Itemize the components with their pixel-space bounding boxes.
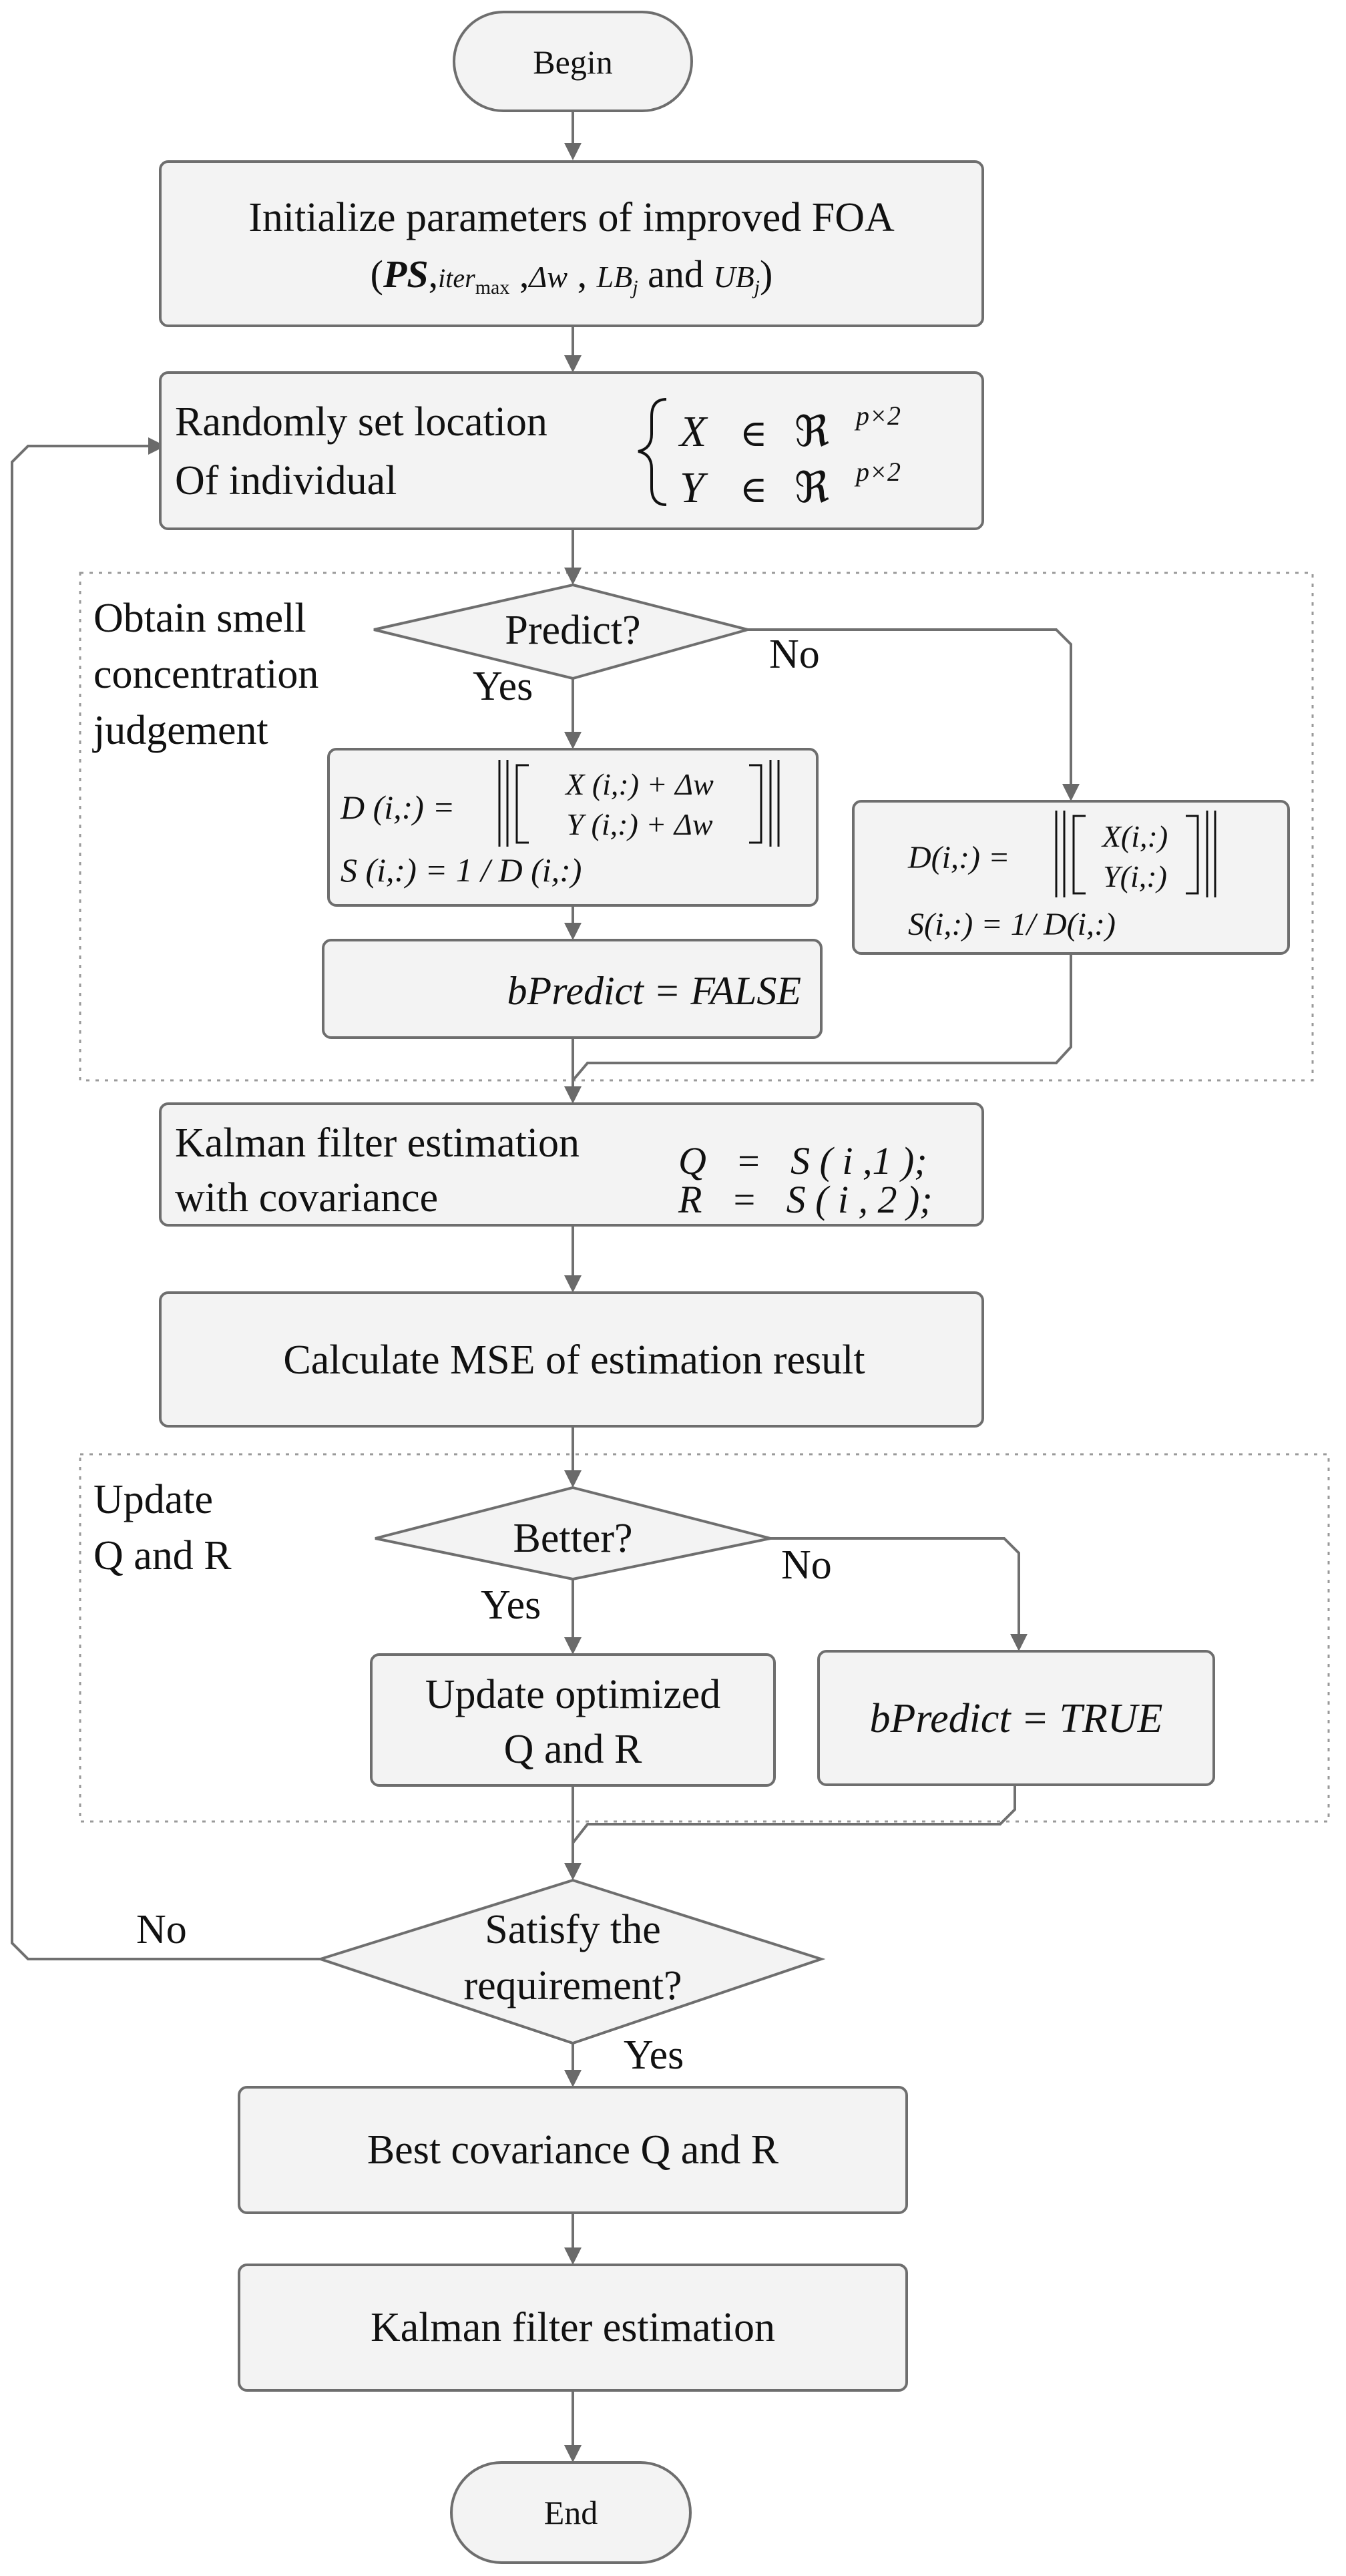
x-variable: X bbox=[678, 407, 708, 456]
predict-no-formula-box: D(i,:) = X(i,:) Y(i,:) S(i,:) = 1/ D(i,:… bbox=[852, 800, 1290, 955]
y-realset: ℜ bbox=[795, 464, 829, 511]
random-location-box: Randomly set location Of individual X ∈ … bbox=[159, 371, 984, 530]
bpredict-true-box: bPredict = TRUE bbox=[817, 1650, 1215, 1786]
no-y-term: Y(i,:) bbox=[1103, 859, 1167, 893]
requirement-no-label: No bbox=[136, 1907, 187, 1952]
random-label-line1: Randomly set location bbox=[175, 399, 547, 445]
update-opt-line2: Q and R bbox=[504, 1727, 642, 1772]
no-s-line: S(i,:) = 1/ D(i,:) bbox=[908, 907, 1116, 942]
arrowheads bbox=[148, 143, 1080, 2462]
y-dimension: p×2 bbox=[854, 457, 901, 487]
yes-y-term: Y (i,:) + Δw bbox=[566, 807, 712, 841]
bpredict-false-label: bPredict = FALSE bbox=[507, 969, 801, 1013]
better-yes-label: Yes bbox=[481, 1582, 541, 1628]
begin-label: Begin bbox=[533, 43, 612, 81]
x-realset: ℜ bbox=[795, 408, 829, 455]
end-label: End bbox=[544, 2494, 598, 2531]
random-label-line2: Of individual bbox=[175, 458, 397, 503]
predict-yes-label: Yes bbox=[473, 664, 533, 709]
best-covariance-label: Best covariance Q and R bbox=[367, 2127, 779, 2173]
init-parameters: (PS,itermax ,Δw , LBj and UBj) bbox=[371, 252, 773, 298]
mse-box: Calculate MSE of estimation result bbox=[159, 1291, 984, 1428]
requirement-yes-label: Yes bbox=[624, 2032, 684, 2078]
bpredict-false-box: bPredict = FALSE bbox=[322, 939, 823, 1039]
yes-d-lhs: D (i,:) = bbox=[340, 789, 455, 826]
predict-decision: Predict? bbox=[373, 583, 753, 680]
update-optimized-box: Update optimized Q and R bbox=[370, 1653, 776, 1787]
y-variable: Y bbox=[680, 463, 708, 512]
smell-group-label-line2: concentration bbox=[93, 652, 318, 697]
kalman-final-box: Kalman filter estimation bbox=[238, 2264, 908, 2392]
smell-group-label-line1: Obtain smell bbox=[93, 596, 306, 641]
init-box: Initialize parameters of improved FOA (P… bbox=[159, 160, 984, 327]
predict-yes-formula-box: D (i,:) = X (i,:) + Δw Y (i,:) + Δw S (i… bbox=[327, 748, 819, 907]
yes-x-term: X (i,:) + Δw bbox=[564, 767, 714, 801]
update-group-frame bbox=[79, 1453, 1330, 1823]
update-group-label-line2: Q and R bbox=[93, 1533, 232, 1578]
better-decision: Better? bbox=[375, 1486, 771, 1581]
no-d-lhs: D(i,:) = bbox=[907, 840, 1009, 875]
best-covariance-box: Best covariance Q and R bbox=[238, 2086, 908, 2214]
update-opt-line1: Update optimized bbox=[425, 1672, 720, 1717]
q-equation: Q = S ( i ,1 ); bbox=[678, 1139, 927, 1183]
better-no-label: No bbox=[781, 1542, 832, 1588]
begin-terminal: Begin bbox=[453, 11, 693, 112]
x-dimension: p×2 bbox=[854, 401, 901, 431]
requirement-decision: Satisfy the requirement? bbox=[316, 1878, 826, 2045]
kalman-final-label: Kalman filter estimation bbox=[371, 2305, 775, 2350]
smell-group-label-line3: judgement bbox=[92, 708, 268, 753]
kalman-covariance-box: Kalman filter estimation with covariance… bbox=[159, 1102, 984, 1227]
end-terminal: End bbox=[450, 2461, 692, 2564]
predict-no-label: No bbox=[769, 632, 820, 677]
y-member: ∈ bbox=[740, 469, 767, 511]
better-label: Better? bbox=[513, 1516, 632, 1561]
x-member: ∈ bbox=[740, 413, 767, 455]
update-group-label-line1: Update bbox=[93, 1477, 213, 1522]
init-label: Initialize parameters of improved FOA bbox=[248, 195, 895, 240]
bpredict-true-label: bPredict = TRUE bbox=[869, 1696, 1162, 1741]
yes-s-line: S (i,:) = 1 / D (i,:) bbox=[341, 851, 582, 889]
requirement-line1: Satisfy the bbox=[485, 1907, 660, 1952]
kalman-cov-label-line1: Kalman filter estimation bbox=[175, 1120, 580, 1166]
kalman-cov-label-line2: with covariance bbox=[175, 1175, 438, 1221]
r-equation: R = S ( i , 2 ); bbox=[678, 1178, 933, 1221]
no-x-term: X(i,:) bbox=[1101, 819, 1168, 853]
predict-label: Predict? bbox=[505, 608, 640, 653]
smell-group-frame bbox=[79, 572, 1314, 1082]
mse-label: Calculate MSE of estimation result bbox=[283, 1337, 865, 1383]
requirement-line2: requirement? bbox=[463, 1963, 682, 2008]
